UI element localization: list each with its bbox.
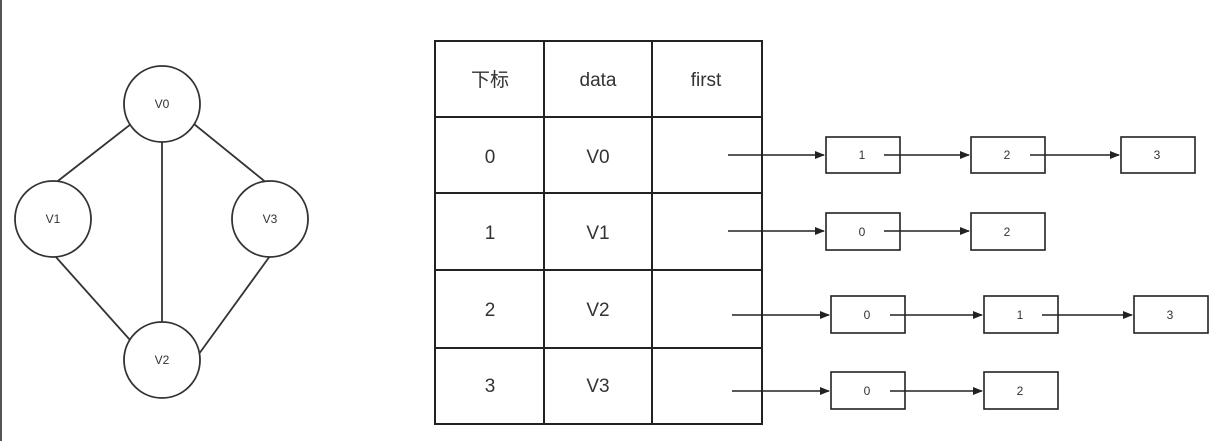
edge-v2-v3 [195,255,271,359]
vertex-table: 下标 data first 0 V0 1 V1 2 V2 3 V3 [434,40,763,425]
table-cell-data: V1 [586,223,609,244]
graph-node-v0: V0 [123,65,201,143]
list-node-value: 0 [864,308,871,322]
list-node [1133,295,1209,334]
node-label-v3: V3 [263,212,278,226]
edge-v1-v2 [54,255,131,341]
table-cell-index: 0 [485,147,496,168]
list-node [970,212,1046,251]
table-cell-index: 1 [485,223,496,244]
table-header-data: data [580,70,617,91]
adjacency-list-row-1: 0 2 [728,212,1046,251]
adjacency-list-row-0: 1 2 3 [728,136,1196,174]
adjacency-list-row-2: 0 1 3 [732,295,1209,334]
table-cell-data: V3 [586,376,609,397]
table-header-index: 下标 [471,69,509,91]
list-node-value: 0 [859,225,866,239]
table-cell-index: 2 [485,300,496,321]
list-node-value: 2 [1004,148,1011,162]
list-node [1120,136,1196,174]
left-edge-divider [0,0,2,441]
node-label-v0: V0 [155,97,170,111]
list-node-value: 1 [1017,308,1024,322]
table-cell-data: V2 [586,300,609,321]
graph-edges [53,123,271,359]
list-node-value: 2 [1004,225,1011,239]
list-node-value: 0 [864,384,871,398]
node-label-v1: V1 [46,212,61,226]
graph-node-v1: V1 [14,180,92,258]
table-grid [434,40,763,425]
list-node [825,212,901,251]
list-node-value: 3 [1167,308,1174,322]
table-header-first: first [691,70,722,91]
list-node-value: 3 [1154,148,1161,162]
list-node [983,371,1059,410]
table-cell-data: V0 [586,147,609,168]
table-cell-index: 3 [485,376,496,397]
list-node-value: 2 [1017,384,1024,398]
edge-v0-v1 [53,123,132,185]
list-node-value: 1 [859,148,866,162]
graph-node-v2: V2 [123,321,201,399]
graph-node-v3: V3 [231,180,309,258]
edge-v0-v3 [193,123,269,185]
node-label-v2: V2 [155,353,170,367]
adjacency-list-row-3: 0 2 [732,371,1059,410]
